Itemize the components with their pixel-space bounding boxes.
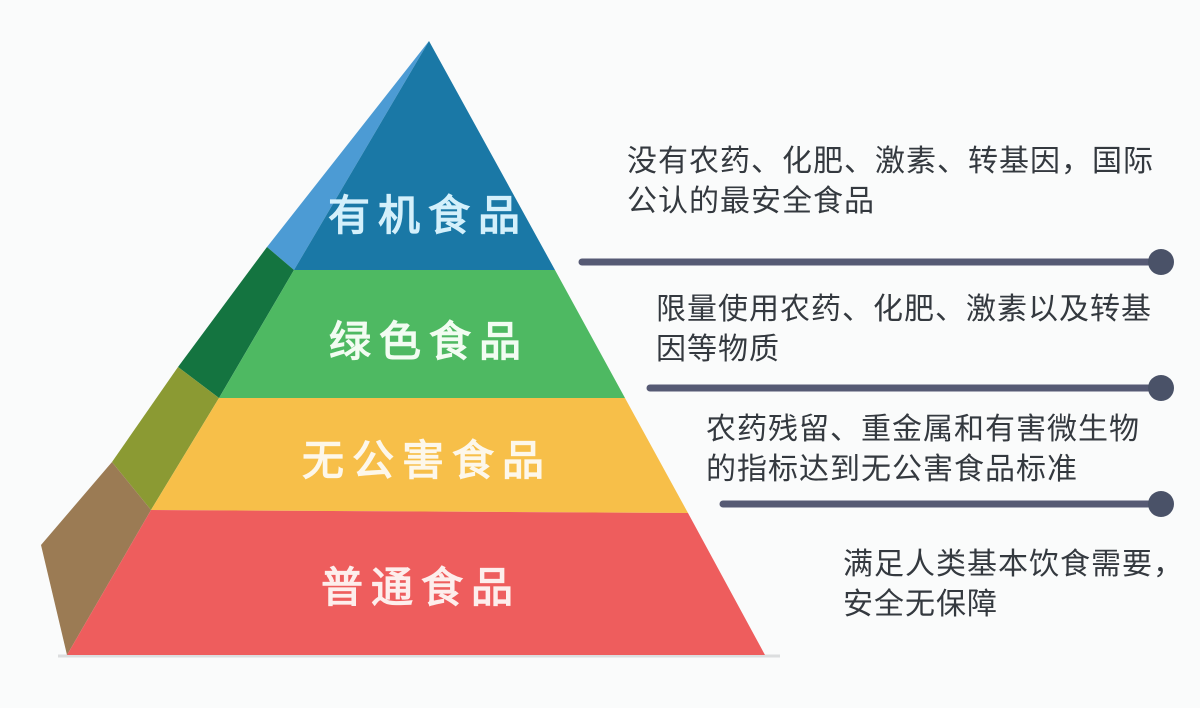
- tier-side-ordinary: [41, 462, 151, 655]
- annotation-green: 限量使用农药、化肥、激素以及转基 因等物质: [656, 290, 1152, 370]
- connector-dot-2: [1148, 375, 1174, 401]
- tier-front-organic: [294, 41, 555, 270]
- annotation-green-line-2: 因等物质: [656, 333, 780, 366]
- tier-front-ordinary: [67, 510, 765, 655]
- tier-side-pollution-free: [112, 367, 219, 510]
- annotation-ordinary: 满足人类基本饮食需要， 安全无保障: [843, 545, 1184, 625]
- tier-front-green: [219, 270, 625, 398]
- annotation-pollution-free-line-2: 的指标达到无公害食品标准: [706, 453, 1078, 486]
- tier-label-green: 绿色食品: [329, 318, 529, 365]
- annotation-pollution-free-line-1: 农药残留、重金属和有害微生物: [706, 413, 1140, 446]
- annotation-green-line-1: 限量使用农药、化肥、激素以及转基: [656, 293, 1152, 326]
- tier-label-pollution-free: 无公害食品: [302, 437, 552, 484]
- connector-dot-3: [1148, 491, 1174, 517]
- tier-label-organic: 有机食品: [328, 192, 528, 239]
- connector-dot-1: [1148, 249, 1174, 275]
- tier-front-pollution-free: [151, 398, 688, 513]
- annotation-ordinary-line-1: 满足人类基本饮食需要，: [843, 548, 1184, 581]
- tier-side-green: [178, 247, 294, 398]
- annotation-organic: 没有农药、化肥、激素、转基因，国际 公认的最安全食品: [627, 142, 1154, 222]
- tier-side-organic: [267, 41, 429, 270]
- annotation-pollution-free: 农药残留、重金属和有害微生物 的指标达到无公害食品标准: [706, 410, 1140, 490]
- annotation-ordinary-line-2: 安全无保障: [843, 588, 998, 621]
- tier-label-ordinary: 普通食品: [321, 564, 521, 611]
- annotation-organic-line-1: 没有农药、化肥、激素、转基因，国际: [627, 145, 1154, 178]
- annotation-organic-line-2: 公认的最安全食品: [627, 185, 875, 218]
